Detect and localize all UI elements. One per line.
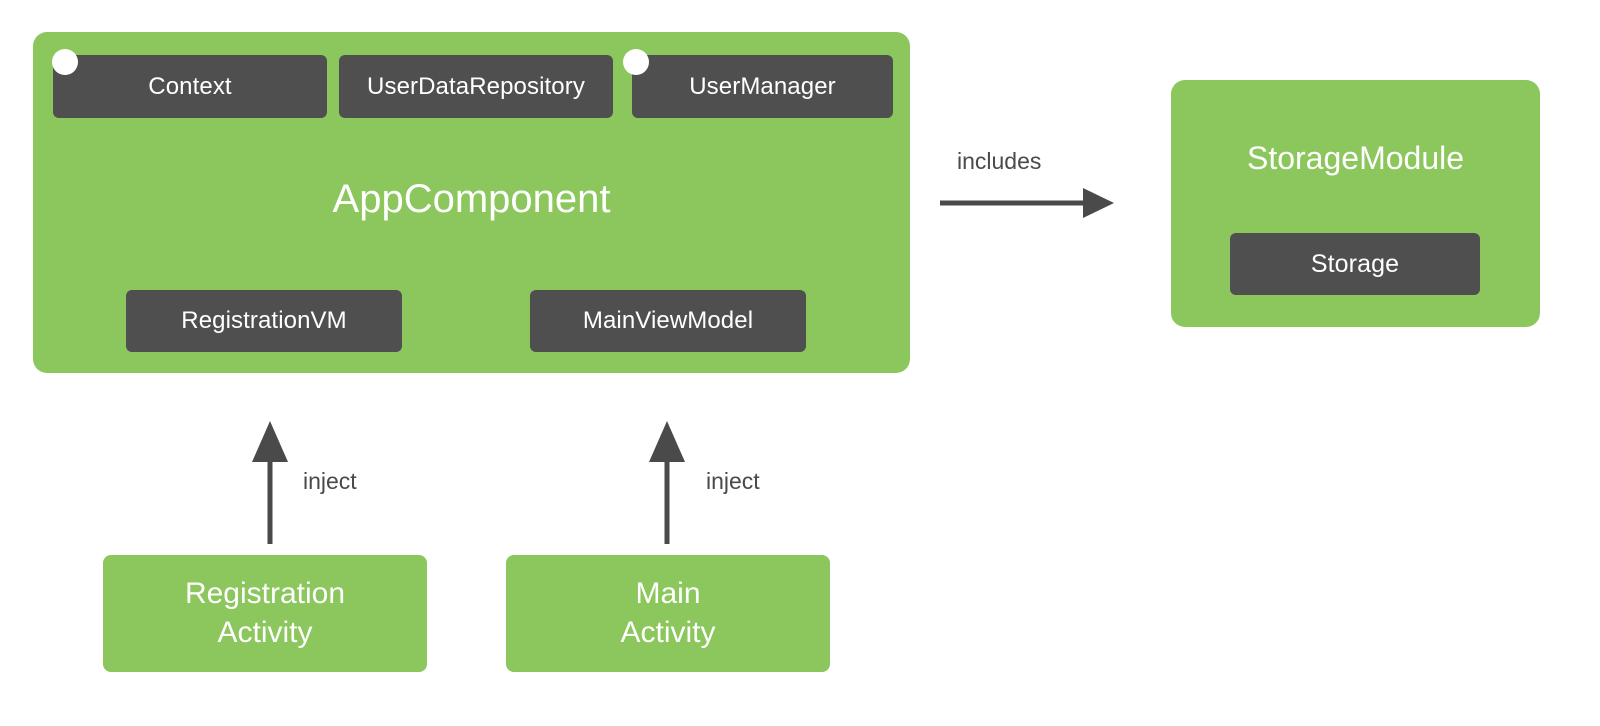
includes-arrow-icon [940,188,1114,218]
app-component-title: AppComponent [332,177,611,221]
dependency-chip-usermanager[interactable]: UserManager [632,55,893,118]
registration-activity-line2: Activity [217,615,313,649]
edge-label-inject-registration: inject [303,468,357,494]
main-activity-line1: Main [635,577,701,611]
inject-arrow-main-icon [649,421,685,544]
injected-chip-mainviewmodel[interactable]: MainViewModel [530,290,806,352]
dependency-chip-context[interactable]: Context [53,55,327,118]
storage-module-title: StorageModule [1246,140,1465,176]
provision-dot-usermanager-icon [623,49,649,75]
main-activity-line2: Activity [620,615,716,649]
main-activity-box[interactable]: Main Activity [506,555,830,672]
provided-chip-storage[interactable]: Storage [1230,233,1480,295]
provision-dot-context-icon [52,49,78,75]
edge-label-includes: includes [957,148,1042,174]
registration-activity-line1: Registration [184,577,346,611]
registration-activity-box[interactable]: Registration Activity [103,555,427,672]
inject-arrow-registration-icon [252,421,288,544]
edge-label-inject-main: inject [706,468,760,494]
injected-chip-registrationvm[interactable]: RegistrationVM [126,290,402,352]
dependency-chip-userdatarepository[interactable]: UserDataRepository [339,55,613,118]
